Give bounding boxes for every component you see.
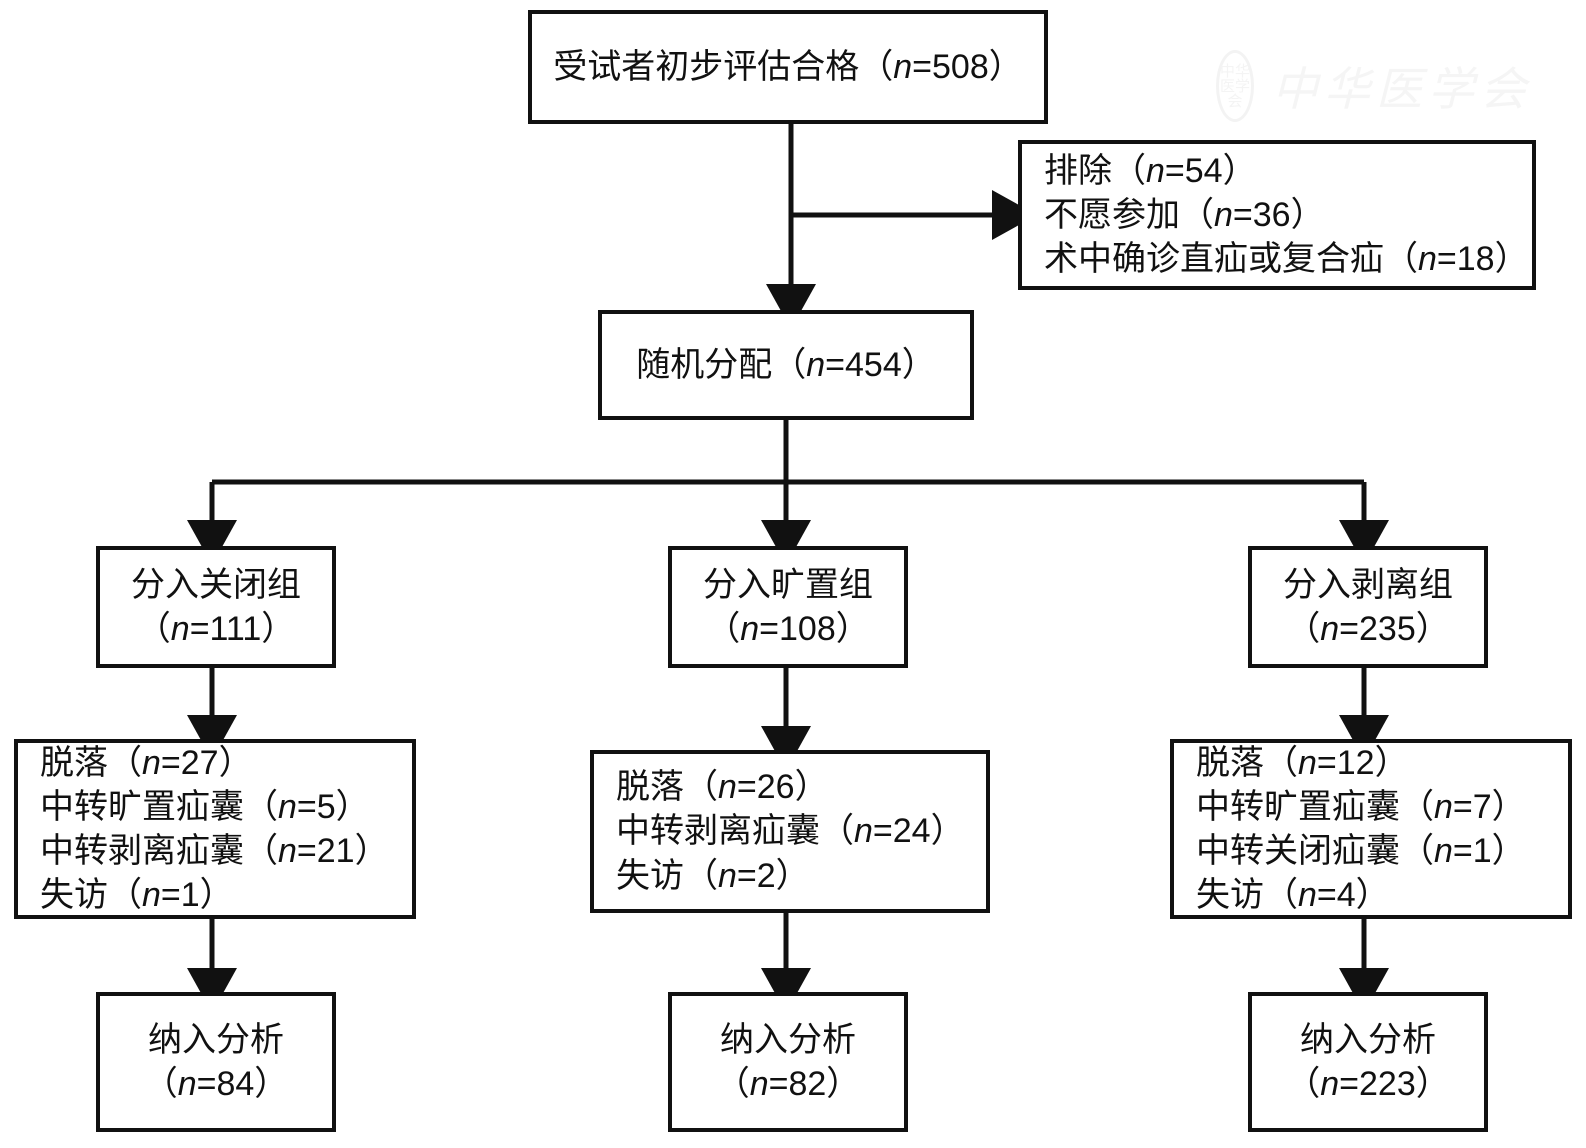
node-group-abandon-line-0: 分入旷置组 [703,565,873,604]
node-analyzed-closure: 纳入分析 （n=84） [96,992,336,1132]
node-dropout-dissection: 脱落（n=12） 中转旷置疝囊（n=7） 中转关闭疝囊（n=1） 失访（n=4） [1170,739,1572,919]
node-group-dissection-line-1: （n=235） [1286,610,1450,648]
node-dropout-abandon-line-0: 脱落（n=26） [616,768,829,807]
node-screened: 受试者初步评估合格（n=508） [528,10,1048,124]
node-excluded-line-2: 术中确诊直疝或复合疝（n=18） [1044,240,1529,279]
node-dropout-dissection-line-1: 中转旷置疝囊（n=7） [1196,787,1526,826]
node-dropout-dissection-line-2: 中转关闭疝囊（n=1） [1196,832,1526,870]
watermark-text: 中华医学会 [1272,64,1532,115]
node-analyzed-closure-line-1: （n=84） [143,1065,289,1103]
node-randomized: 随机分配（n=454） [598,310,974,420]
node-group-dissection: 分入剥离组 （n=235） [1248,546,1488,668]
node-dropout-closure-line-2: 中转剥离疝囊（n=21） [40,832,389,870]
node-analyzed-dissection-line-0: 纳入分析 [1300,1020,1436,1059]
node-excluded-line-1: 不愿参加（n=36） [1044,195,1325,234]
node-dropout-closure-line-0: 脱落（n=27） [40,743,253,782]
chinese-medical-association-seal-icon: 中华医学会 [1216,50,1254,122]
node-randomized-line-0: 随机分配（n=454） [636,345,936,384]
node-excluded: 排除（n=54） 不愿参加（n=36） 术中确诊直疝或复合疝（n=18） [1018,140,1536,290]
node-dropout-closure: 脱落（n=27） 中转旷置疝囊（n=5） 中转剥离疝囊（n=21） 失访（n=1… [14,739,416,919]
node-dropout-dissection-line-0: 脱落（n=12） [1196,743,1409,782]
node-dropout-closure-line-3: 失访（n=1） [40,876,234,915]
node-group-abandon-line-1: （n=108） [706,610,870,648]
node-analyzed-dissection: 纳入分析 （n=223） [1248,992,1488,1132]
node-analyzed-abandon-line-1: （n=82） [715,1065,861,1103]
node-analyzed-dissection-line-1: （n=223） [1286,1065,1450,1103]
node-excluded-line-0: 排除（n=54） [1044,151,1257,190]
node-group-abandon: 分入旷置组 （n=108） [668,546,908,668]
node-dropout-abandon-line-1: 中转剥离疝囊（n=24） [616,812,965,851]
node-analyzed-abandon: 纳入分析 （n=82） [668,992,908,1132]
node-analyzed-closure-line-0: 纳入分析 [148,1020,284,1059]
node-analyzed-abandon-line-0: 纳入分析 [720,1020,856,1059]
node-group-dissection-line-0: 分入剥离组 [1283,565,1453,604]
node-dropout-abandon-line-2: 失访（n=2） [616,856,810,895]
node-dropout-closure-line-1: 中转旷置疝囊（n=5） [40,787,370,826]
node-group-closure-line-1: （n=111） [136,610,296,648]
journal-watermark: 中华医学会 中华医学会 [1216,46,1532,126]
node-dropout-abandon: 脱落（n=26） 中转剥离疝囊（n=24） 失访（n=2） [590,750,990,913]
node-group-closure: 分入关闭组 （n=111） [96,546,336,668]
node-group-closure-line-0: 分入关闭组 [131,565,301,604]
node-dropout-dissection-line-3: 失访（n=4） [1196,876,1390,915]
node-screened-line-0: 受试者初步评估合格（n=508） [553,47,1023,86]
